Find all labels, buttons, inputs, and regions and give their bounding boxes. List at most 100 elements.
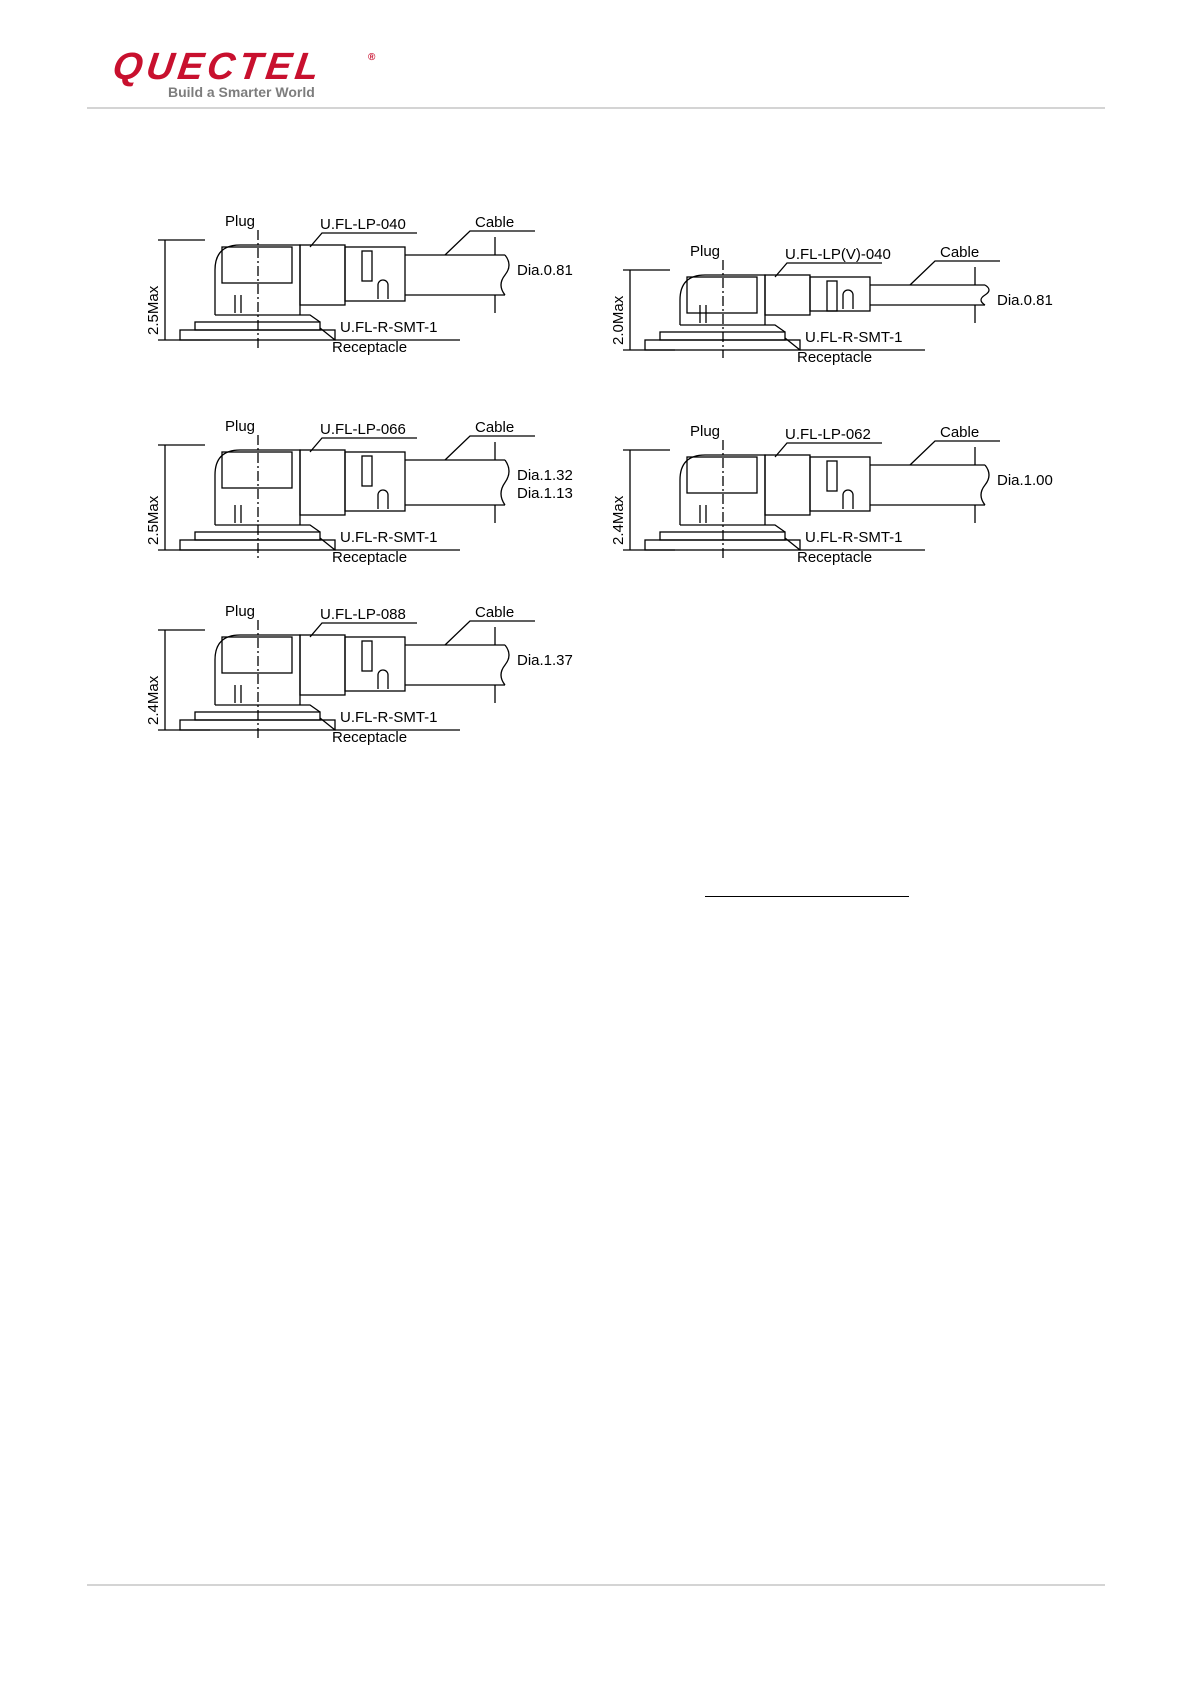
receptacle-leader <box>319 537 460 551</box>
plug-clip <box>234 295 242 313</box>
cable-label: Cable <box>475 604 514 621</box>
crimp-slot <box>361 250 373 282</box>
underline-mark <box>705 896 909 897</box>
header-divider <box>87 107 1105 109</box>
receptacle-part-label: U.FL-R-SMT-1 <box>340 709 438 726</box>
crimp-notch <box>842 489 854 509</box>
cable-label: Cable <box>940 424 979 441</box>
crimp-slot <box>826 280 838 312</box>
logo-tagline: Build a Smarter World <box>168 84 315 100</box>
plug-label: Plug <box>225 418 255 435</box>
plug-body <box>679 454 766 525</box>
connector-part-label: U.FL-LP-040 <box>320 216 406 233</box>
plug-clip <box>234 505 242 523</box>
cable-break <box>500 254 510 296</box>
crimp-slot <box>826 460 838 492</box>
plug-window <box>221 246 293 284</box>
plug-label: Plug <box>690 423 720 440</box>
crimp-slot <box>361 455 373 487</box>
height-label: 2.5Max <box>145 285 162 335</box>
ferrule <box>764 274 811 316</box>
plug-window <box>686 456 758 494</box>
height-label: 2.4Max <box>610 495 627 545</box>
crimp-notch <box>842 289 854 309</box>
diameter-label: Dia.1.00 <box>997 472 1053 489</box>
diameter-label: Dia.0.81 <box>997 292 1053 309</box>
connector-leader <box>309 437 417 453</box>
plug-body <box>679 274 766 325</box>
connector-part-label: U.FL-LP-062 <box>785 426 871 443</box>
receptacle-leader <box>319 717 460 731</box>
connector-part-label: U.FL-LP-088 <box>320 606 406 623</box>
diameter-label: Dia.0.81 <box>517 262 573 279</box>
diameter-label: Dia.1.37 <box>517 652 573 669</box>
crimp-sleeve <box>809 276 871 312</box>
cable-label: Cable <box>475 214 514 231</box>
crimp-sleeve <box>344 451 406 512</box>
plug-clip <box>699 505 707 523</box>
plug-bottom <box>215 704 321 713</box>
cable-break <box>980 464 990 506</box>
logo-registered-mark: ® <box>368 52 376 63</box>
connector-part-label: U.FL-LP(V)-040 <box>785 246 891 263</box>
receptacle-part-label: U.FL-R-SMT-1 <box>340 319 438 336</box>
cable-label: Cable <box>940 244 979 261</box>
receptacle-label: Receptacle <box>797 349 872 366</box>
ferrule <box>299 449 346 516</box>
cable-leader <box>444 435 535 461</box>
cable-break <box>500 644 510 686</box>
footer-divider <box>87 1584 1105 1586</box>
connector-diagram-4 <box>623 440 1000 558</box>
plug-window <box>221 451 293 489</box>
crimp-sleeve <box>809 456 871 512</box>
connector-leader <box>309 622 417 638</box>
plug-bottom <box>215 314 321 323</box>
ferrule <box>299 634 346 696</box>
connector-diagram-2 <box>623 260 1000 358</box>
receptacle-part-label: U.FL-R-SMT-1 <box>805 529 903 546</box>
connector-diagram-3 <box>158 435 535 558</box>
receptacle-leader <box>319 327 460 341</box>
plug-label: Plug <box>225 603 255 620</box>
cable-label: Cable <box>475 419 514 436</box>
crimp-sleeve <box>344 246 406 302</box>
cable-leader <box>444 620 535 646</box>
height-label: 2.5Max <box>145 495 162 545</box>
height-label: 2.0Max <box>610 295 627 345</box>
ferrule <box>764 454 811 516</box>
crimp-notch <box>377 489 389 509</box>
receptacle-leader <box>784 537 925 551</box>
cable-leader <box>909 260 1000 286</box>
receptacle-leader <box>784 337 925 351</box>
plug-window <box>221 636 293 674</box>
plug-body <box>214 634 301 705</box>
cable-break <box>500 459 510 506</box>
cable-break <box>980 284 990 306</box>
plug-clip <box>234 685 242 703</box>
plug-label: Plug <box>690 243 720 260</box>
diameter-label: Dia.1.13 <box>517 485 573 502</box>
cable-leader <box>444 230 535 256</box>
plug-bottom <box>215 524 321 533</box>
crimp-sleeve <box>344 636 406 692</box>
connector-leader <box>774 442 882 458</box>
plug-bottom <box>680 524 786 533</box>
crimp-slot <box>361 640 373 672</box>
diameter-label: Dia.1.32 <box>517 467 573 484</box>
plug-window <box>686 276 758 314</box>
plug-clip <box>699 305 707 323</box>
receptacle-label: Receptacle <box>332 549 407 566</box>
page-header: QUECTEL ® Build a Smarter World <box>0 0 1191 110</box>
connector-leader <box>309 232 417 248</box>
connector-leader <box>774 262 882 278</box>
connector-diagram-5 <box>158 620 535 738</box>
connector-part-label: U.FL-LP-066 <box>320 421 406 438</box>
plug-body <box>214 244 301 315</box>
receptacle-part-label: U.FL-R-SMT-1 <box>340 529 438 546</box>
plug-bottom <box>680 324 786 333</box>
cable-leader <box>909 440 1000 466</box>
receptacle-label: Receptacle <box>332 339 407 356</box>
crimp-notch <box>377 669 389 689</box>
ferrule <box>299 244 346 306</box>
